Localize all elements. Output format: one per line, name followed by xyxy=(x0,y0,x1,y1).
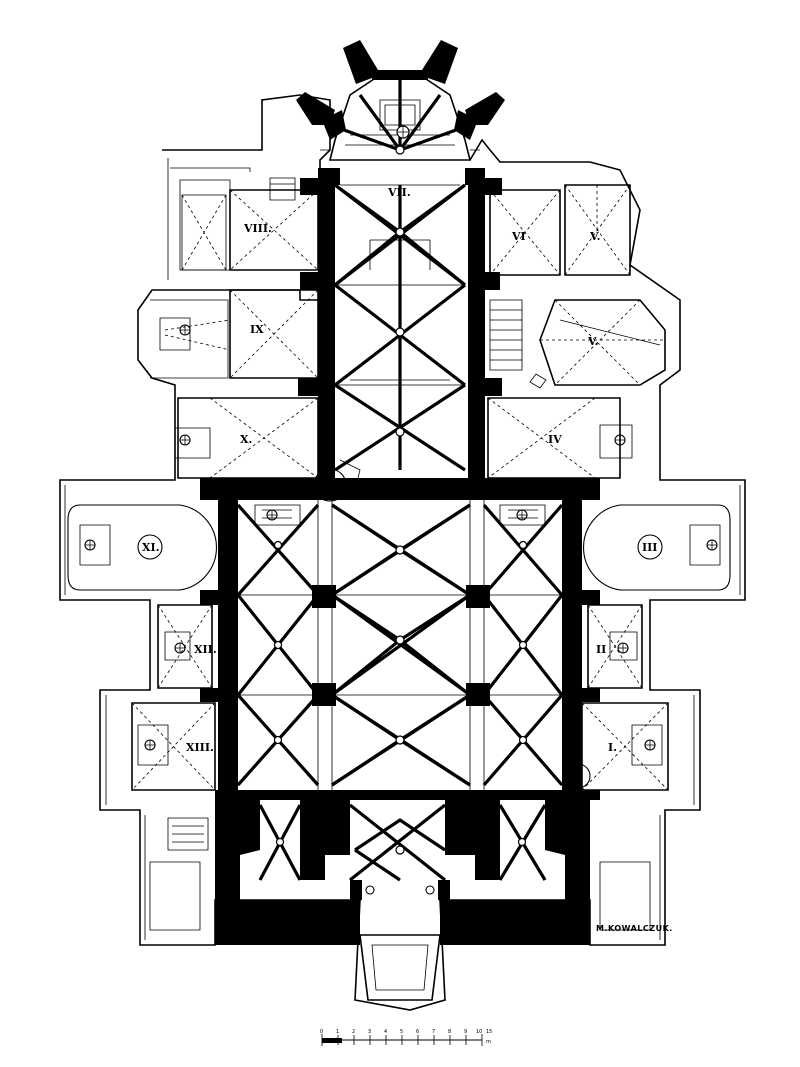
chapel-label-iii: III xyxy=(642,541,657,554)
scale-tick-9: 9 xyxy=(464,1029,467,1035)
right-chapels xyxy=(487,184,731,791)
scale-tick-3: 3 xyxy=(368,1029,371,1035)
chapel-label-ii: II xyxy=(596,643,606,656)
scale-unit: m xyxy=(486,1039,491,1045)
left-chapels xyxy=(67,177,319,791)
chapel-label-iv: IV xyxy=(548,433,562,446)
chapel-label-xi: XI. xyxy=(142,541,160,554)
chapel-label-i: I. xyxy=(608,741,617,754)
chapel-label-xii: XII. xyxy=(194,643,217,656)
chapel-label-v-upper: V. xyxy=(589,230,600,243)
scale-tick-10: 10 xyxy=(476,1029,482,1035)
scale-tick-4: 4 xyxy=(384,1029,387,1035)
altar-markers xyxy=(84,324,718,751)
scale-tick-7: 7 xyxy=(432,1029,435,1035)
scale-tick-2: 2 xyxy=(352,1029,355,1035)
scale-bar: 0 1 2 3 4 5 6 7 8 9 10 15 m xyxy=(320,1029,492,1046)
chapel-labels: I. II III IV V. V. VI VII. VIII. IX X. X… xyxy=(142,186,657,754)
scale-tick-1: 1 xyxy=(336,1029,339,1035)
chapel-label-ix: IX xyxy=(250,323,264,336)
choir xyxy=(298,168,502,502)
chapel-label-vi: VI xyxy=(511,230,526,243)
west-front xyxy=(149,790,651,1001)
draftsman-signature: M.KOWALCZUK. xyxy=(596,924,673,933)
scale-tick-15: 15 xyxy=(486,1029,492,1035)
chapel-label-vii: VII. xyxy=(387,186,411,199)
scale-tick-0: 0 xyxy=(320,1029,323,1035)
apse xyxy=(296,40,505,161)
scale-tick-8: 8 xyxy=(448,1029,451,1035)
nave xyxy=(200,478,600,790)
scale-tick-6: 6 xyxy=(416,1029,419,1035)
scale-tick-5: 5 xyxy=(400,1029,403,1035)
chapel-label-x: X. xyxy=(240,433,252,446)
chapel-label-xiii: XIII. xyxy=(186,741,214,754)
chapel-label-v-lower: V. xyxy=(587,335,598,348)
chapel-label-viii: VIII. xyxy=(243,222,272,235)
